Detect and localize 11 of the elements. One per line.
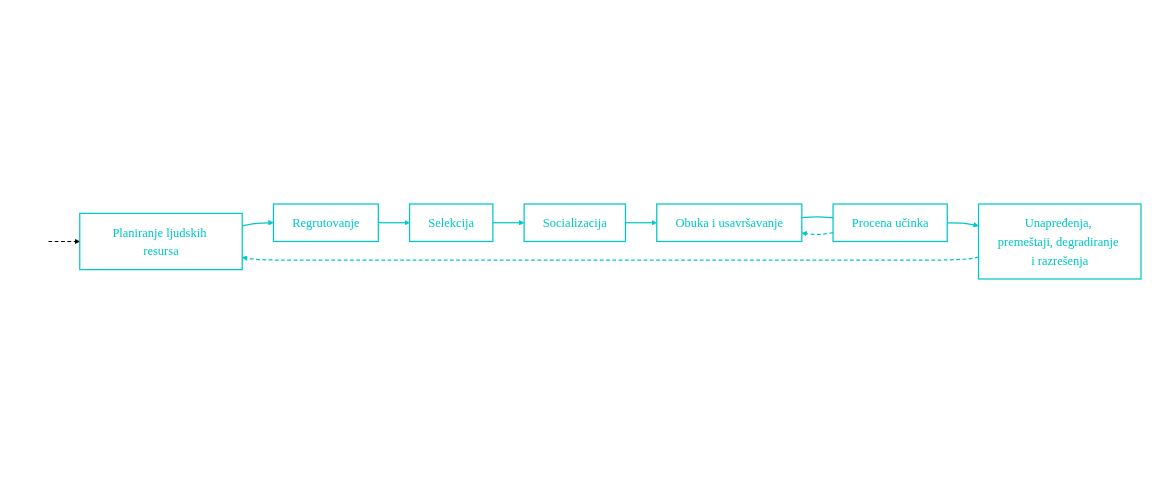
arrow	[47, 238, 80, 245]
node-box: Planiranje ljudskih resursa	[79, 212, 243, 271]
node-box: Socializacija	[523, 203, 627, 243]
connector	[801, 216, 834, 219]
node-box: Unapređenja, premeštaji, degradiranje i razrešenja	[977, 203, 1142, 280]
node-box: Obuka i usavršavanje	[656, 203, 803, 243]
arrow	[801, 231, 834, 237]
node-box: Selekcija	[408, 203, 494, 243]
arrow	[492, 220, 525, 226]
node-box: Procena učinka	[832, 203, 948, 243]
node-box: Regrutovanje	[272, 203, 379, 243]
